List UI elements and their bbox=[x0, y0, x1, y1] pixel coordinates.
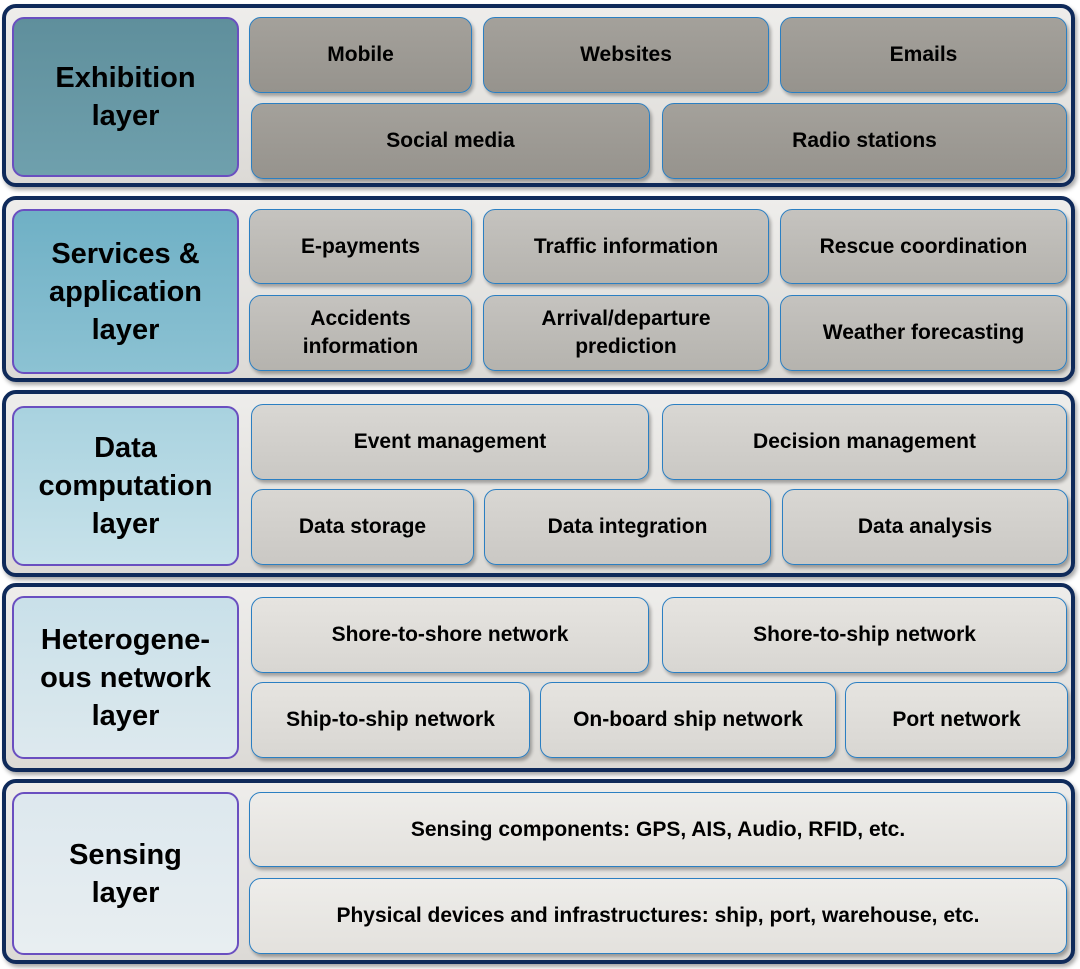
websites-box: Websites bbox=[483, 17, 769, 93]
on-board-ship-network-box: On-board ship network bbox=[540, 682, 836, 758]
sensing-components-box: Sensing components: GPS, AIS, Audio, RFI… bbox=[249, 792, 1067, 867]
emails-box: Emails bbox=[780, 17, 1067, 93]
mobile-box: Mobile bbox=[249, 17, 472, 93]
heterogeneous-network-layer-panel: Heterogene- ous network layer Shore-to-s… bbox=[2, 583, 1075, 772]
weather-forecasting-box: Weather forecasting bbox=[780, 295, 1067, 371]
sensing-layer-label: Sensing layer bbox=[12, 792, 239, 955]
traffic-information-box: Traffic information bbox=[483, 209, 769, 284]
data-computation-layer-label: Data computation layer bbox=[12, 406, 239, 566]
services-application-layer-panel: Services & application layer E-payments … bbox=[2, 196, 1075, 382]
heterogeneous-network-layer-label: Heterogene- ous network layer bbox=[12, 596, 239, 759]
exhibition-layer-panel: Exhibition layer Mobile Websites Emails … bbox=[2, 4, 1075, 187]
services-application-layer-label: Services & application layer bbox=[12, 209, 239, 374]
data-integration-box: Data integration bbox=[484, 489, 771, 565]
arrival-departure-prediction-box: Arrival/departure prediction bbox=[483, 295, 769, 371]
port-network-box: Port network bbox=[845, 682, 1068, 758]
ship-to-ship-network-box: Ship-to-ship network bbox=[251, 682, 530, 758]
data-analysis-box: Data analysis bbox=[782, 489, 1068, 565]
accidents-information-box: Accidents information bbox=[249, 295, 472, 371]
e-payments-box: E-payments bbox=[249, 209, 472, 284]
data-computation-layer-panel: Data computation layer Event management … bbox=[2, 390, 1075, 577]
physical-devices-box: Physical devices and infrastructures: sh… bbox=[249, 878, 1067, 954]
decision-management-box: Decision management bbox=[662, 404, 1067, 480]
shore-to-shore-network-box: Shore-to-shore network bbox=[251, 597, 649, 673]
data-storage-box: Data storage bbox=[251, 489, 474, 565]
social-media-box: Social media bbox=[251, 103, 650, 179]
shore-to-ship-network-box: Shore-to-ship network bbox=[662, 597, 1067, 673]
radio-stations-box: Radio stations bbox=[662, 103, 1067, 179]
event-management-box: Event management bbox=[251, 404, 649, 480]
sensing-layer-panel: Sensing layer Sensing components: GPS, A… bbox=[2, 779, 1075, 964]
rescue-coordination-box: Rescue coordination bbox=[780, 209, 1067, 284]
exhibition-layer-label: Exhibition layer bbox=[12, 17, 239, 177]
